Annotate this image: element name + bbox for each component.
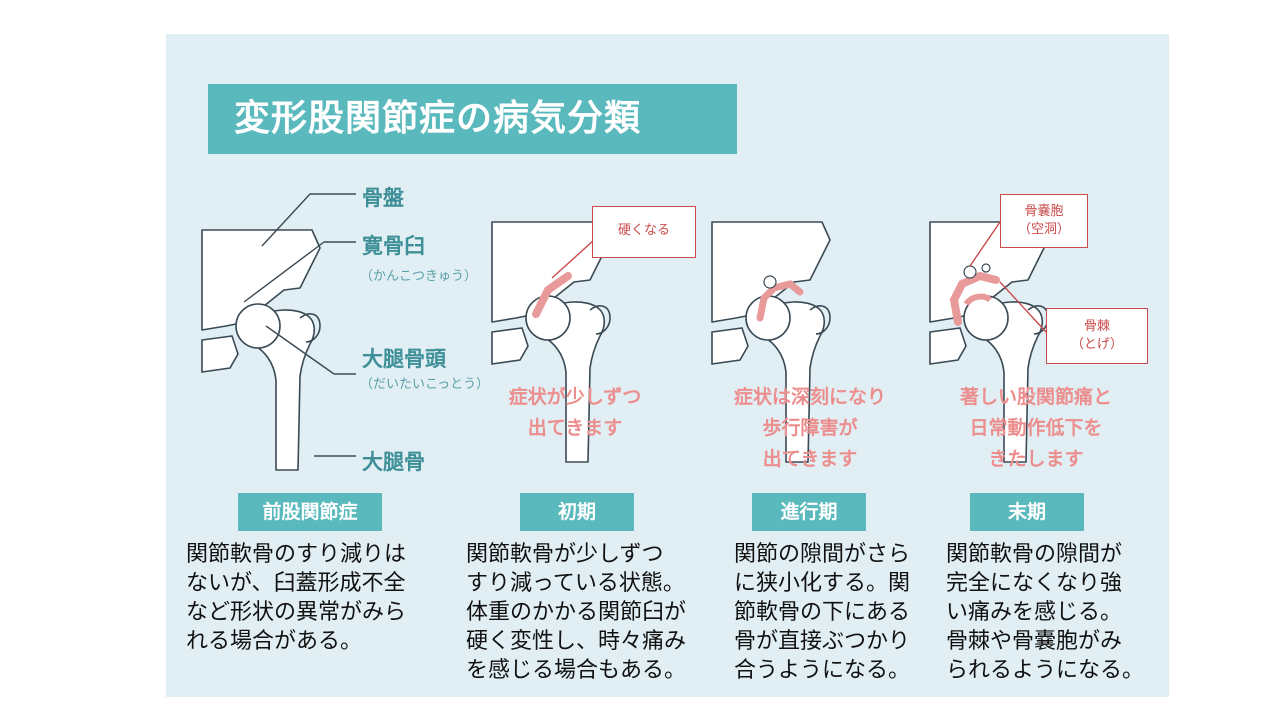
- description-early: 関節軟骨が少しずつ すり減っている状態。 体重のかかる関節臼が 硬く変性し、時々…: [466, 542, 687, 683]
- description-advanced: 関節の隙間がさら に狭小化する。関 節軟骨の下にある 骨が直接ぶつかり 合うよう…: [734, 542, 911, 683]
- stage-badge-pre: 前股関節症: [238, 493, 382, 531]
- label-femoral-head: 大腿骨頭: [362, 347, 446, 371]
- symptom-terminal: 著しい股関節痛と 日常動作低下を きたします: [959, 386, 1112, 470]
- leader-acetabulum: [243, 241, 325, 303]
- stage-badge-advanced: 進行期: [752, 493, 866, 531]
- hip-illustration-terminal: [929, 221, 1049, 463]
- hip-illustration-advanced: [711, 221, 831, 463]
- hip-illustration-early: [491, 221, 611, 463]
- label-femoral-head-reading: （だいたいこっとう）: [360, 377, 490, 392]
- callout-hardening: 硬くなる: [592, 206, 696, 258]
- description-pre: 関節軟骨のすり減りは ないが、臼蓋形成不全 など形状の異常がみら れる場合がある…: [186, 542, 407, 654]
- description-terminal: 関節軟骨の隙間が 完全になくなり強 い痛みを感じる。 骨棘や骨嚢胞がみ られるよ…: [946, 542, 1145, 683]
- stage-badge-early: 初期: [520, 493, 634, 531]
- label-acetabulum-reading: （かんこつきゅう）: [360, 269, 478, 284]
- leader-pelvis: [261, 193, 311, 247]
- label-pelvis: 骨盤: [362, 186, 404, 210]
- callout-osteophyte: 骨棘 （とげ）: [1046, 308, 1148, 364]
- stage-badge-terminal: 末期: [970, 493, 1084, 531]
- leader-femoral-head: [265, 325, 335, 375]
- hip-illustration-pre: [201, 193, 356, 471]
- page-title: 変形股関節症の病気分類: [208, 84, 737, 154]
- label-femur: 大腿骨: [362, 450, 425, 474]
- symptom-early: 症状が少しずつ 出てきます: [508, 386, 642, 439]
- callout-bone-cyst: 骨嚢胞 （空洞）: [1000, 194, 1088, 248]
- label-acetabulum: 寛骨臼: [362, 234, 425, 258]
- symptom-advanced: 症状は深刻になり 歩行障害が 出てきます: [733, 386, 886, 470]
